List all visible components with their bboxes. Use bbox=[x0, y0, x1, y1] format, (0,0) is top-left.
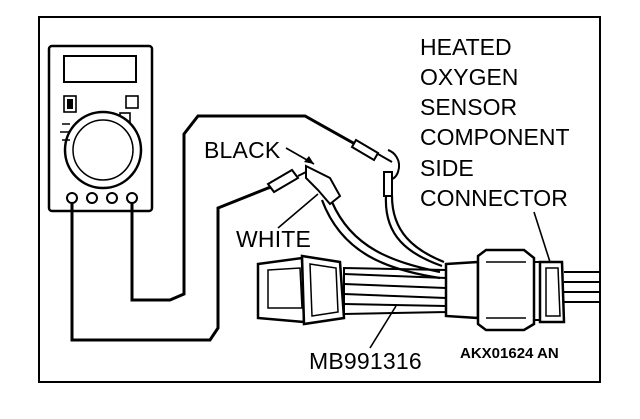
tool-part-number-label: MB991316 bbox=[309, 348, 422, 374]
connector-label-leader bbox=[533, 211, 551, 263]
black-probe-icon bbox=[350, 138, 400, 197]
harness-wire-4 bbox=[390, 195, 445, 264]
black-lead-wire bbox=[130, 114, 366, 302]
harness-wire-2 bbox=[320, 199, 441, 280]
connector-title-line-3: SENSOR bbox=[420, 94, 518, 120]
white-probe-icon bbox=[266, 164, 342, 206]
connector-title-line-1: HEATED bbox=[420, 34, 512, 60]
white-lead-wire bbox=[70, 184, 276, 342]
figure-code-label: AKX01624 AN bbox=[460, 345, 559, 362]
black-lead-label: BLACK bbox=[204, 137, 281, 163]
connector-title-line-2: OXYGEN bbox=[420, 64, 519, 90]
black-label-arrowhead bbox=[304, 156, 314, 164]
connector-title-line-4: COMPONENT bbox=[420, 124, 570, 150]
connector-title-line-6: CONNECTOR bbox=[420, 185, 568, 211]
white-label-leader bbox=[277, 193, 319, 229]
connector-title-line-5: SIDE bbox=[420, 155, 474, 181]
part-number-leader bbox=[369, 305, 397, 349]
harness-wire-3 bbox=[384, 195, 443, 268]
harness-wire-1 bbox=[330, 201, 441, 274]
harness-connector-icon bbox=[256, 248, 600, 332]
figure-frame bbox=[38, 16, 601, 383]
multimeter-icon bbox=[47, 44, 154, 213]
white-lead-label: WHITE bbox=[236, 226, 312, 252]
